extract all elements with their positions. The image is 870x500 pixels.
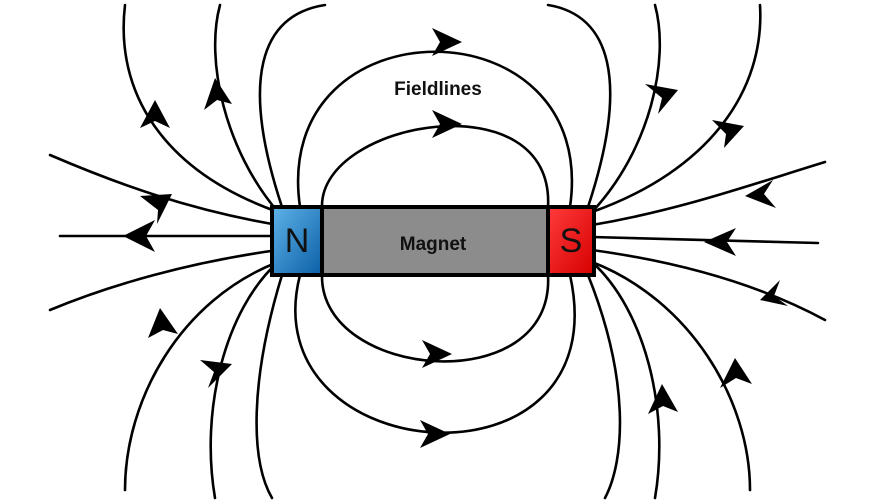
south-pole [546, 205, 596, 277]
triangle-arrow-icon [704, 228, 736, 256]
field-line-right-horizontal [590, 235, 820, 245]
triangle-arrow-icon [712, 120, 744, 148]
field-line-outer-bottom-right [586, 273, 622, 500]
triangle-arrow-icon [148, 308, 178, 338]
field-direction-arrows [123, 28, 788, 448]
field-line-left-2 [213, 3, 280, 214]
triangle-arrow-icon [422, 340, 452, 368]
field-line-right-3 [590, 160, 827, 227]
field-line-right-2 [590, 3, 662, 214]
field-line-inner-top [320, 124, 550, 209]
triangle-arrow-icon [745, 180, 776, 208]
triangle-arrow-icon [420, 420, 450, 448]
field-line-inner-bottom [320, 273, 550, 363]
magnet-label: Magnet [400, 234, 467, 255]
fieldlines-label: Fieldlines [394, 79, 482, 100]
triangle-arrow-icon [204, 78, 232, 110]
field-line-left-4 [48, 248, 280, 312]
triangle-arrow-icon [123, 220, 155, 252]
field-lines [48, 3, 827, 500]
field-line-outer-bottom-left [255, 273, 284, 500]
north-pole [270, 205, 324, 277]
field-line-left-1 [122, 3, 280, 214]
triangle-arrow-icon [432, 110, 462, 138]
triangle-arrow-icon [200, 360, 232, 388]
north-pole-label: N [285, 222, 310, 260]
field-line-left-5 [123, 260, 280, 492]
triangle-arrow-icon [645, 84, 678, 114]
triangle-arrow-icon [140, 100, 170, 128]
triangle-arrow-icon [432, 28, 462, 56]
field-line-right-6 [590, 260, 661, 500]
triangle-arrow-icon [720, 358, 752, 388]
field-line-left-6 [209, 260, 280, 500]
triangle-arrow-icon [140, 194, 172, 224]
field-line-middle-top [296, 50, 574, 209]
triangle-arrow-icon [648, 384, 678, 414]
field-line-right-4 [590, 248, 827, 322]
bar-magnet: N S Magnet [270, 205, 596, 277]
triangle-arrow-icon [760, 280, 788, 306]
field-line-outer-top [258, 3, 327, 209]
field-line-right-5 [590, 260, 752, 492]
south-pole-label: S [560, 222, 583, 260]
field-line-outer-top-right [546, 3, 612, 209]
field-line-left-3 [48, 153, 280, 227]
